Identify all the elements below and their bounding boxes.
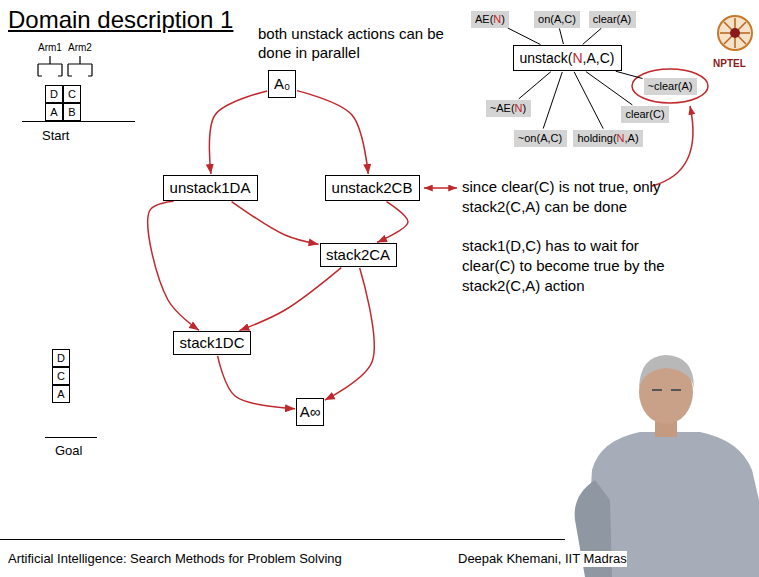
operator-link <box>586 72 632 105</box>
node-text: stack1DC <box>179 334 244 351</box>
block: C <box>63 85 81 103</box>
operator-link <box>574 72 603 129</box>
plan-arrow <box>377 202 408 243</box>
node-text: clear(A) <box>593 13 632 26</box>
node-text: unstack1DA <box>170 179 251 196</box>
logo-text: NPTEL <box>713 58 746 70</box>
footer-course: Artificial Intelligence: Search Methods … <box>8 551 342 567</box>
logo-centre <box>730 28 740 38</box>
node-text: stack2CA <box>326 246 390 263</box>
precondition-box: on(A,C) <box>534 11 580 28</box>
operator-link <box>519 72 551 99</box>
gripper <box>38 56 62 76</box>
operator-box: unstack(N,A,C) <box>513 45 622 71</box>
block: A <box>45 103 63 121</box>
plan-arrow <box>218 356 295 409</box>
node-text: unstack2CB <box>332 179 413 196</box>
annotation: stack1(D,C) has to wait for clear(C) to … <box>462 236 684 296</box>
table-line <box>22 121 135 122</box>
node-text: ~clear(A) <box>648 80 693 93</box>
arm-label: Arm1 <box>38 42 62 54</box>
node-text: ~on(A,C) <box>518 132 562 145</box>
table-line <box>45 437 97 438</box>
block: D <box>52 349 70 367</box>
operator-link <box>508 28 541 45</box>
nptel-logo <box>718 16 752 50</box>
node-text: A <box>50 106 57 119</box>
node-text: A∞ <box>300 403 321 420</box>
plan-arrow <box>148 201 199 330</box>
node-text: AE(N) <box>475 13 505 26</box>
node-text: B <box>68 106 75 119</box>
precondition-box: AE(N) <box>471 11 509 28</box>
state-label: Start <box>42 128 69 144</box>
action-box: stack2CA <box>320 243 397 267</box>
node-text: ~AE(N) <box>490 102 526 115</box>
slide-title: Domain description 1 <box>8 6 233 34</box>
operator-link <box>559 28 563 44</box>
node-text: D <box>57 352 65 365</box>
arm-label: Arm2 <box>68 42 92 54</box>
node-text: C <box>68 88 76 101</box>
presenter-hair <box>639 355 694 388</box>
plan-arrow <box>239 268 341 331</box>
pointer-arrow <box>424 187 457 189</box>
logo-ring <box>718 16 752 50</box>
gripper-arm2 <box>68 56 92 76</box>
block: C <box>52 367 70 385</box>
node-text: A₀ <box>274 75 290 92</box>
effect-box: ~on(A,C) <box>514 130 567 147</box>
node-text: clear(C) <box>625 108 664 121</box>
node-text: holding(N,A) <box>577 132 638 145</box>
operator-link <box>616 71 643 78</box>
precondition-box: clear(A) <box>589 11 636 28</box>
node-text: A <box>57 388 64 401</box>
logo-petals <box>720 18 750 48</box>
plan-arrow <box>325 268 374 400</box>
plan-arrow <box>209 91 267 174</box>
action-box: unstack2CB <box>325 175 420 201</box>
effect-box: clear(C) <box>621 106 669 123</box>
node-text: C <box>57 370 65 383</box>
annotation: since clear(C) is not true, only stack2(… <box>462 177 702 217</box>
effect-box: holding(N,A) <box>573 130 643 147</box>
presenter-figure <box>575 355 759 577</box>
highlight-circle <box>632 69 708 103</box>
end-state-box: A∞ <box>296 398 324 426</box>
state-label: Goal <box>55 443 82 459</box>
gripper <box>68 56 92 76</box>
effect-box: ~AE(N) <box>486 100 531 117</box>
node-text: D <box>50 88 58 101</box>
gripper-arm1 <box>38 56 62 76</box>
presenter-glasses <box>652 389 681 391</box>
start-state-box: A₀ <box>268 70 296 98</box>
node-text: on(A,C) <box>538 13 576 26</box>
plan-arrow <box>232 202 319 245</box>
block: B <box>63 103 81 121</box>
effect-box: ~clear(A) <box>644 78 697 95</box>
footer-author: Deepak Khemani, IIT Madras <box>458 551 627 567</box>
operator-link <box>543 72 562 129</box>
block: A <box>52 385 70 403</box>
action-box: stack1DC <box>173 331 251 355</box>
action-box: unstack1DA <box>163 175 258 201</box>
block: D <box>45 85 63 103</box>
footer-rule <box>0 539 565 540</box>
note: both unstack actions can be done in para… <box>258 24 468 62</box>
operator-link <box>583 28 602 44</box>
plan-arrow <box>297 91 368 174</box>
node-text: unstack(N,A,C) <box>520 50 615 66</box>
